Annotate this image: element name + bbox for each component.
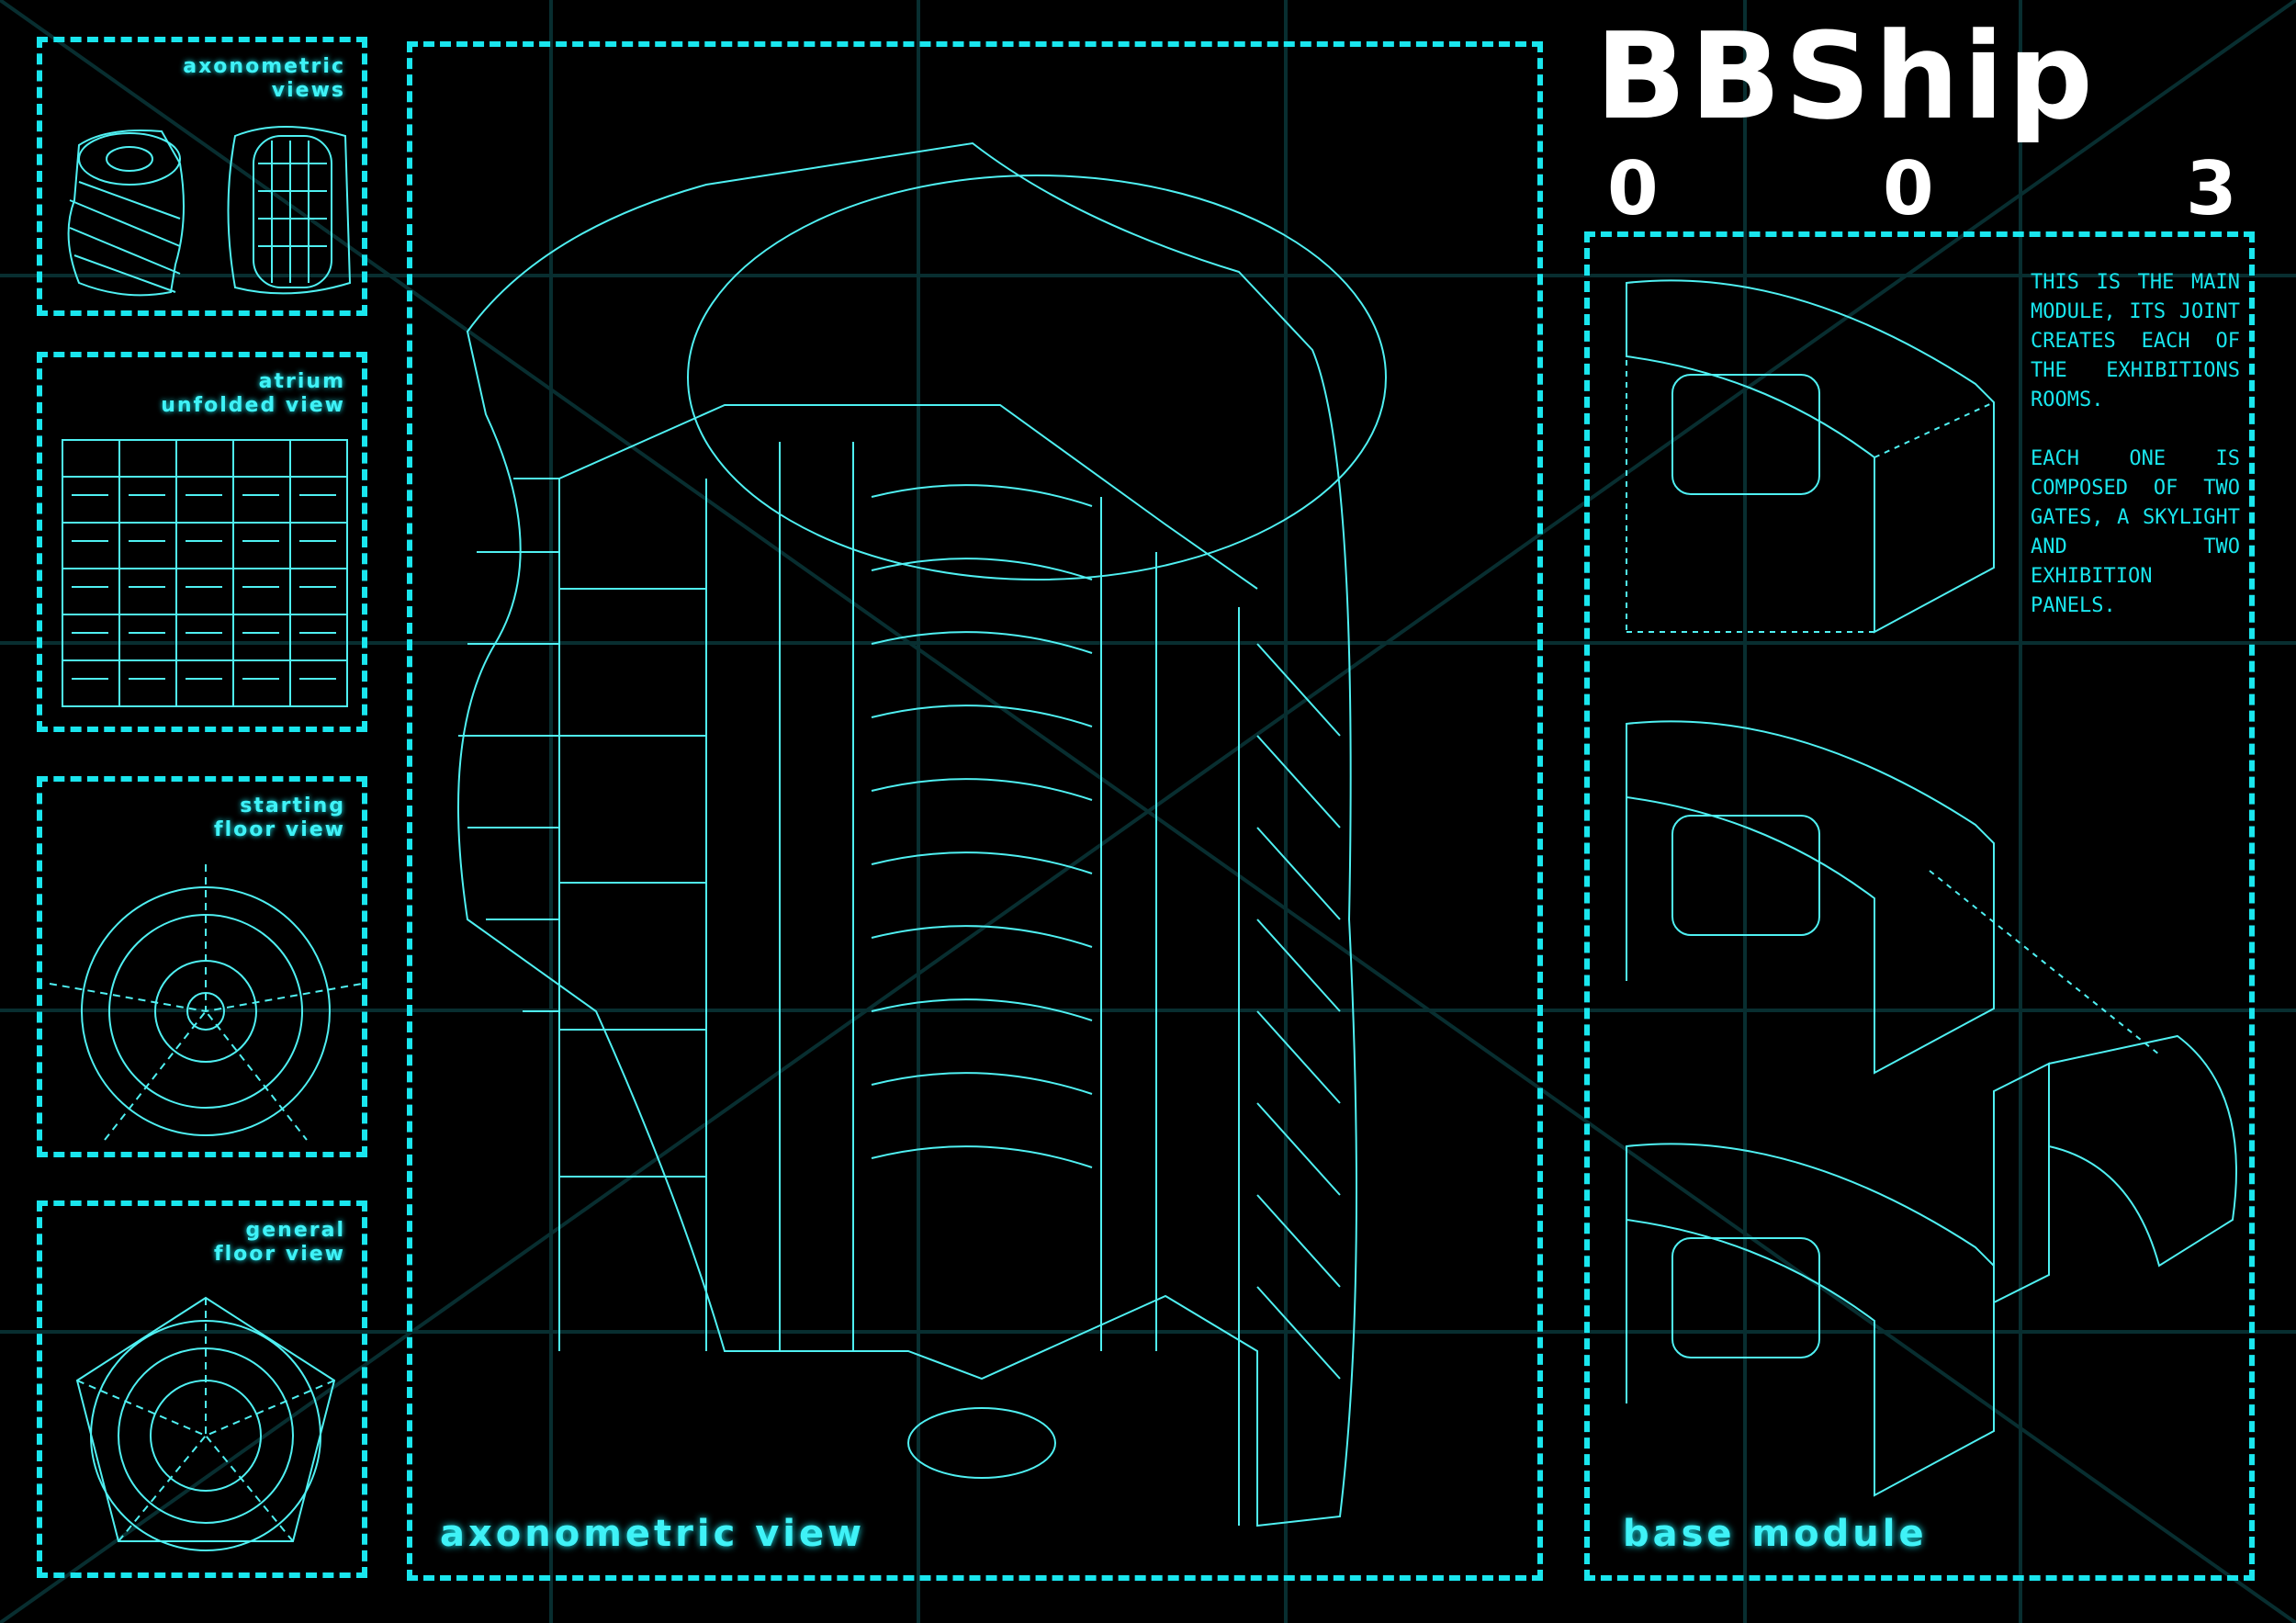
panel-title: starting floor view [214, 795, 345, 842]
project-number-digit: 0 [1607, 146, 1659, 231]
main-panel-label: axonometric view [440, 1513, 866, 1555]
panel-title-line: views [271, 79, 345, 102]
module-2 [1626, 720, 1995, 1075]
axonometric-view-panel: axonometric view [407, 41, 1543, 1581]
project-number-digit: 3 [2186, 146, 2237, 231]
general-floor-plan [75, 1296, 336, 1551]
module-panel-label: base module [1623, 1513, 1928, 1555]
general-floor-view-panel: general floor view [37, 1200, 367, 1578]
atrium-unfolded-drawing [62, 439, 348, 707]
axonometric-section-drawing [457, 141, 1387, 1527]
panel-title-line: floor view [214, 1243, 345, 1266]
project-title: BBShip [1595, 6, 2097, 146]
base-module-exploded-drawing [1626, 279, 2237, 1497]
panel-title-line: atrium [258, 370, 345, 393]
description-paragraph: THIS IS THE MAIN MODULE, ITS JOINT CREAT… [2031, 271, 2240, 411]
panel-title: general floor view [214, 1219, 345, 1267]
panel-title-line: unfolded view [161, 394, 345, 417]
module-description: THIS IS THE MAIN MODULE, ITS JOINT CREAT… [2031, 268, 2240, 650]
axonometric-thumbnails [67, 126, 352, 297]
axonometric-views-panel: axonometric views [37, 37, 367, 316]
description-paragraph: EACH ONE IS COMPOSED OF TWO GATES, A SKY… [2031, 447, 2240, 617]
panel-title: atrium unfolded view [161, 370, 345, 418]
starting-floor-plan [49, 864, 363, 1141]
atrium-unfolded-view-panel: atrium unfolded view [37, 352, 367, 732]
panel-title: axonometric views [183, 55, 345, 103]
base-module-panel: THIS IS THE MAIN MODULE, ITS JOINT CREAT… [1584, 231, 2255, 1581]
project-number-digit: 0 [1883, 146, 1934, 231]
panel-title-line: floor view [214, 818, 345, 841]
module-3 [1626, 1143, 1995, 1497]
panel-title-line: axonometric [183, 55, 345, 78]
starting-floor-view-panel: starting floor view [37, 776, 367, 1157]
panel-title-line: starting [240, 795, 345, 817]
module-1 [1626, 279, 1995, 634]
panel-title-line: general [245, 1219, 345, 1242]
